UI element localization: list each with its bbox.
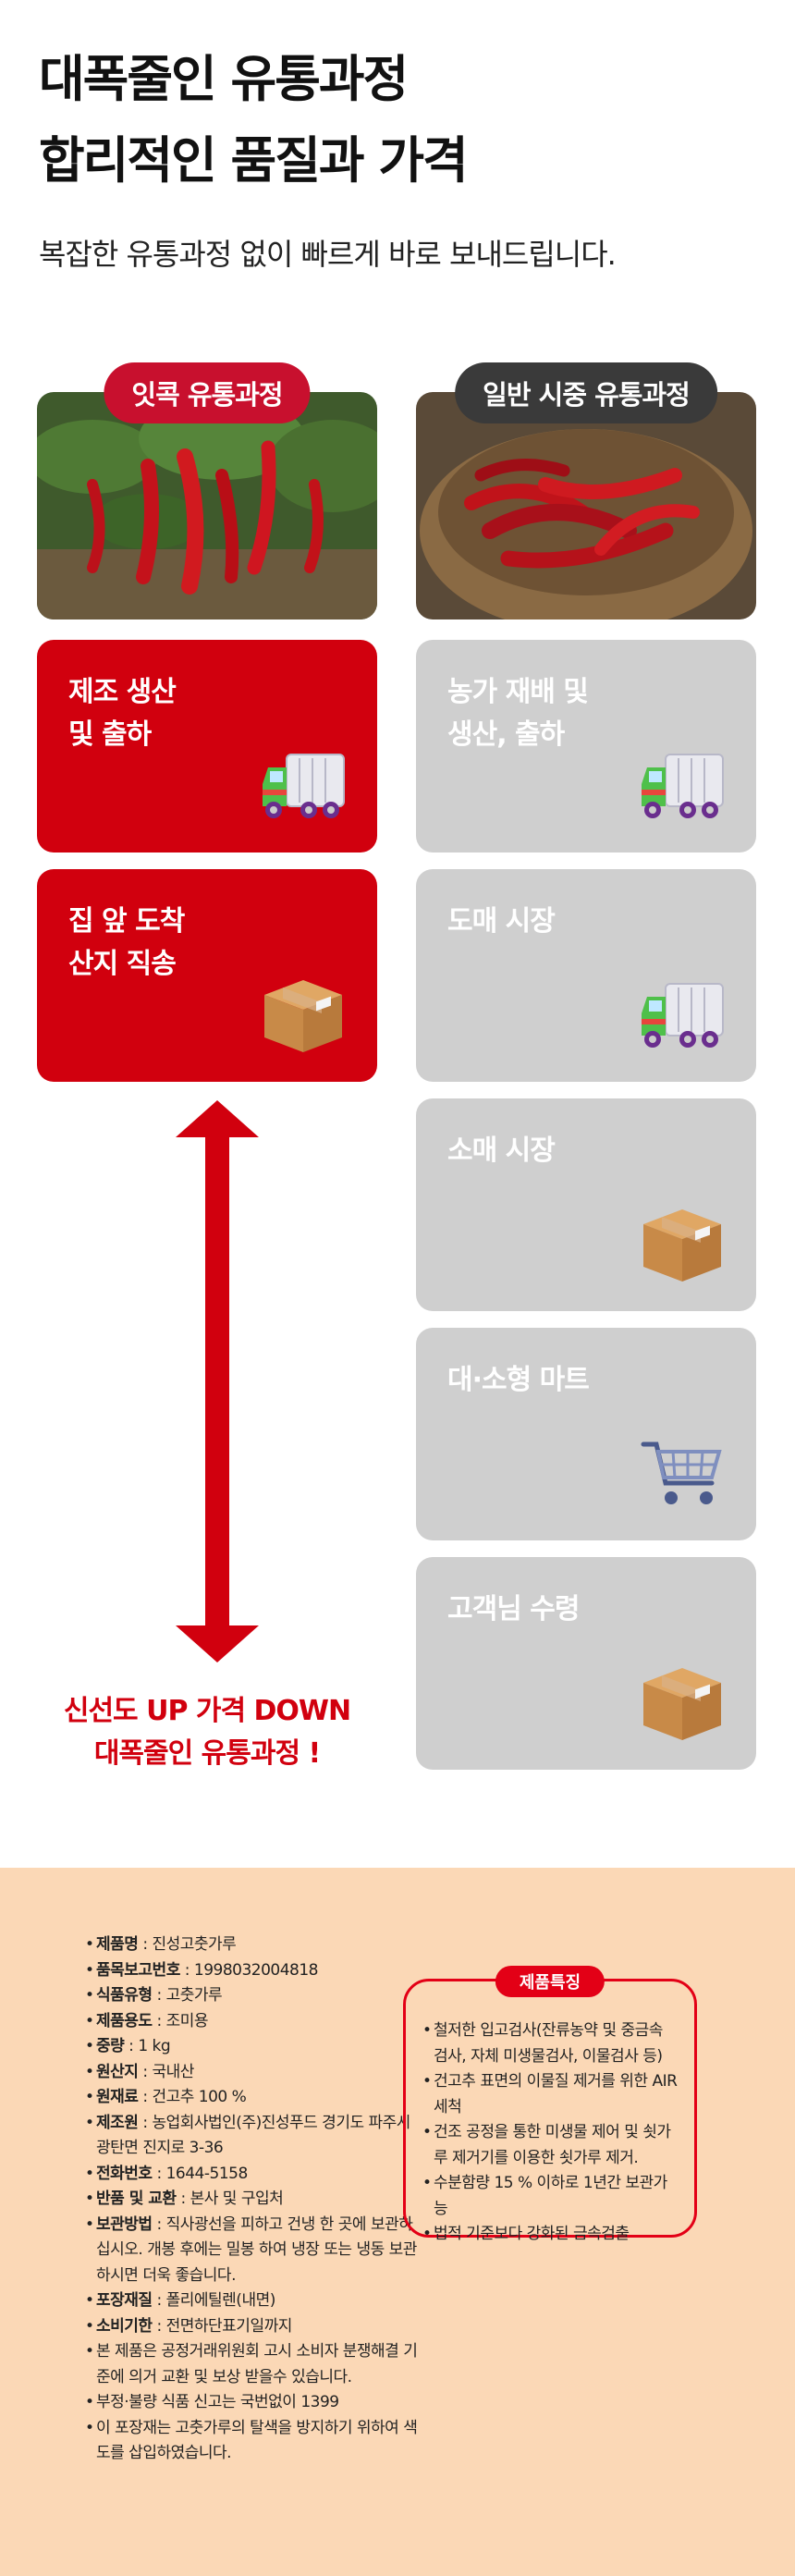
card-label: 제조 생산 및 출하 (68, 676, 177, 751)
card-label: 고객님 수령 (447, 1593, 580, 1625)
product-features-box: 제품특징 철저한 입고검사(잔류농약 및 중금속 검사, 자체 미생물검사, 이… (403, 1966, 697, 2247)
spec-value: 부정·불량 식품 신고는 국번없이 1399 (96, 2393, 339, 2411)
spec-item: 부정·불량 식품 신고는 국번없이 1399 (85, 2390, 418, 2416)
tagline-line1: 신선도 UP 가격 DOWN (63, 1695, 351, 1727)
product-spec-list: 제품명 : 진성고춧가루품목보고번호 : 1998032004818식품유형 :… (85, 1932, 418, 2467)
spec-value: 건고추 100 % (152, 2088, 247, 2106)
spec-value: 직사광선을 피하고 건냉 한 곳에 보관하십시오. 개봉 후에는 밀봉 하여 냉… (96, 2214, 417, 2285)
spec-key: 식품유형 (96, 1986, 153, 2005)
card-mart: 대·소형 마트 (416, 1328, 756, 1540)
card-doorstep-direct: 집 앞 도착 산지 직송 (37, 869, 377, 1082)
spec-item: 본 제품은 공정거래위원회 고시 소비자 분쟁해결 기준에 의거 교환 및 보상… (85, 2339, 418, 2390)
spec-value: 전면하단표기일까지 (165, 2316, 293, 2336)
spec-item: 제품명 : 진성고춧가루 (85, 1932, 418, 1958)
spec-key: 소비기한 (96, 2316, 153, 2336)
spec-value: 1 kg (138, 2037, 171, 2055)
spec-item: 원산지 : 국내산 (85, 2060, 418, 2086)
spec-key: 중량 (96, 2037, 125, 2055)
card-label: 집 앞 도착 산지 직송 (68, 905, 185, 980)
card-label: 대·소형 마트 (447, 1364, 590, 1396)
card-retail-market: 소매 시장 (416, 1098, 756, 1311)
spec-key: 포장재질 (96, 2291, 153, 2310)
spec-value: 본 제품은 공정거래위원회 고시 소비자 분쟁해결 기준에 의거 교환 및 보상… (96, 2342, 418, 2386)
spec-key: 제품용도 (96, 2011, 153, 2030)
itkok-distribution-pill: 잇콕 유통과정 (104, 362, 311, 423)
box-icon (259, 976, 348, 1054)
page-subtitle: 복잡한 유통과정 없이 빠르게 바로 보내드립니다. (39, 237, 617, 272)
features-badge: 제품특징 (495, 1966, 605, 1997)
spec-value: 본사 및 구입처 (190, 2190, 284, 2208)
card-customer-receipt: 고객님 수령 (416, 1557, 756, 1770)
spec-key: 전화번호 (96, 2164, 153, 2183)
general-distribution-pill: 일반 시중 유통과정 (455, 362, 717, 423)
spec-value: 고춧가루 (165, 1986, 223, 2005)
feature-item: 건조 공정을 통한 미생물 제어 및 쇳가루 제거기를 이용한 쇳가루 제거. (422, 2120, 678, 2171)
spec-item: 반품 및 교환 : 본사 및 구입처 (85, 2187, 418, 2213)
feature-item: 철저한 입고검사(잔류농약 및 중금속 검사, 자체 미생물검사, 이물검사 등… (422, 2018, 678, 2069)
headline: 대폭줄인 유통과정 합리적인 품질과 가격 (39, 39, 469, 202)
feature-item: 건고추 표면의 이물질 제거를 위한 AIR 세척 (422, 2069, 678, 2120)
truck-icon (638, 976, 727, 1054)
spec-item: 제조원 : 농업회사법인(주)진성푸드 경기도 파주시 광탄면 진지로 3-36 (85, 2111, 418, 2162)
spec-value: 폴리에틸렌(내면) (165, 2291, 276, 2310)
red-peppers-on-plant-photo (37, 392, 377, 619)
card-label: 소매 시장 (447, 1135, 556, 1167)
feature-item: 수분함량 15 % 이하로 1년간 보관가능 (422, 2171, 678, 2222)
spec-item: 소비기한 : 전면하단표기일까지 (85, 2314, 418, 2340)
tagline-line2: 대폭줄인 유통과정 ! (93, 1737, 321, 1770)
features-list: 철저한 입고검사(잔류농약 및 중금속 검사, 자체 미생물검사, 이물검사 등… (422, 2018, 678, 2248)
spec-item: 포장재질 : 폴리에틸렌(내면) (85, 2288, 418, 2314)
page-title-line2: 합리적인 품질과 가격 (39, 131, 469, 190)
double-arrow-icon (176, 1100, 259, 1662)
page-title-line1: 대폭줄인 유통과정 (39, 50, 409, 108)
spec-value: 농업회사법인(주)진성푸드 경기도 파주시 광탄면 진지로 3-36 (96, 2113, 410, 2158)
spec-item: 중량 : 1 kg (85, 2034, 418, 2060)
spec-item: 품목보고번호 : 1998032004818 (85, 1958, 418, 1984)
card-manufacture-ship: 제조 생산 및 출하 (37, 640, 377, 853)
spec-key: 반품 및 교환 (96, 2190, 177, 2208)
truck-icon (259, 747, 348, 825)
box-icon (638, 1206, 727, 1283)
spec-key: 보관방법 (96, 2214, 153, 2234)
spec-item: 식품유형 : 고춧가루 (85, 1983, 418, 2009)
shopping-cart-icon (638, 1435, 727, 1513)
card-wholesale-market: 도매 시장 (416, 869, 756, 1082)
feature-item: 법적 기준보다 강화된 금속검출 (422, 2222, 678, 2248)
card-label: 도매 시장 (447, 905, 556, 938)
spec-key: 원재료 (96, 2088, 139, 2106)
spec-item: 제품용도 : 조미용 (85, 2009, 418, 2035)
spec-value: 이 포장재는 고춧가루의 탈색을 방지하기 위하여 색도를 삽입하였습니다. (96, 2418, 418, 2463)
spec-item: 이 포장재는 고춧가루의 탈색을 방지하기 위하여 색도를 삽입하였습니다. (85, 2416, 418, 2467)
spec-item: 보관방법 : 직사광선을 피하고 건냉 한 곳에 보관하십시오. 개봉 후에는 … (85, 2213, 418, 2289)
truck-icon (638, 747, 727, 825)
spec-value: 진성고춧가루 (152, 1935, 237, 1954)
spec-key: 품목보고번호 (96, 1960, 180, 1980)
card-farm-production: 농가 재배 및 생산, 출하 (416, 640, 756, 853)
box-icon (638, 1664, 727, 1742)
spec-value: 1998032004818 (193, 1960, 319, 1980)
spec-value: 1644-5158 (165, 2164, 249, 2183)
spec-value: 조미용 (165, 2011, 209, 2030)
red-peppers-in-basket-photo (416, 392, 756, 619)
spec-value: 국내산 (152, 2062, 194, 2081)
spec-item: 원재료 : 건고추 100 % (85, 2085, 418, 2111)
spec-key: 제조원 (96, 2113, 139, 2132)
tagline: 신선도 UP 가격 DOWN 대폭줄인 유통과정 ! (37, 1690, 377, 1775)
spec-key: 원산지 (96, 2062, 139, 2081)
spec-key: 제품명 (96, 1935, 139, 1954)
spec-item: 전화번호 : 1644-5158 (85, 2162, 418, 2188)
card-label: 농가 재배 및 생산, 출하 (447, 676, 589, 751)
